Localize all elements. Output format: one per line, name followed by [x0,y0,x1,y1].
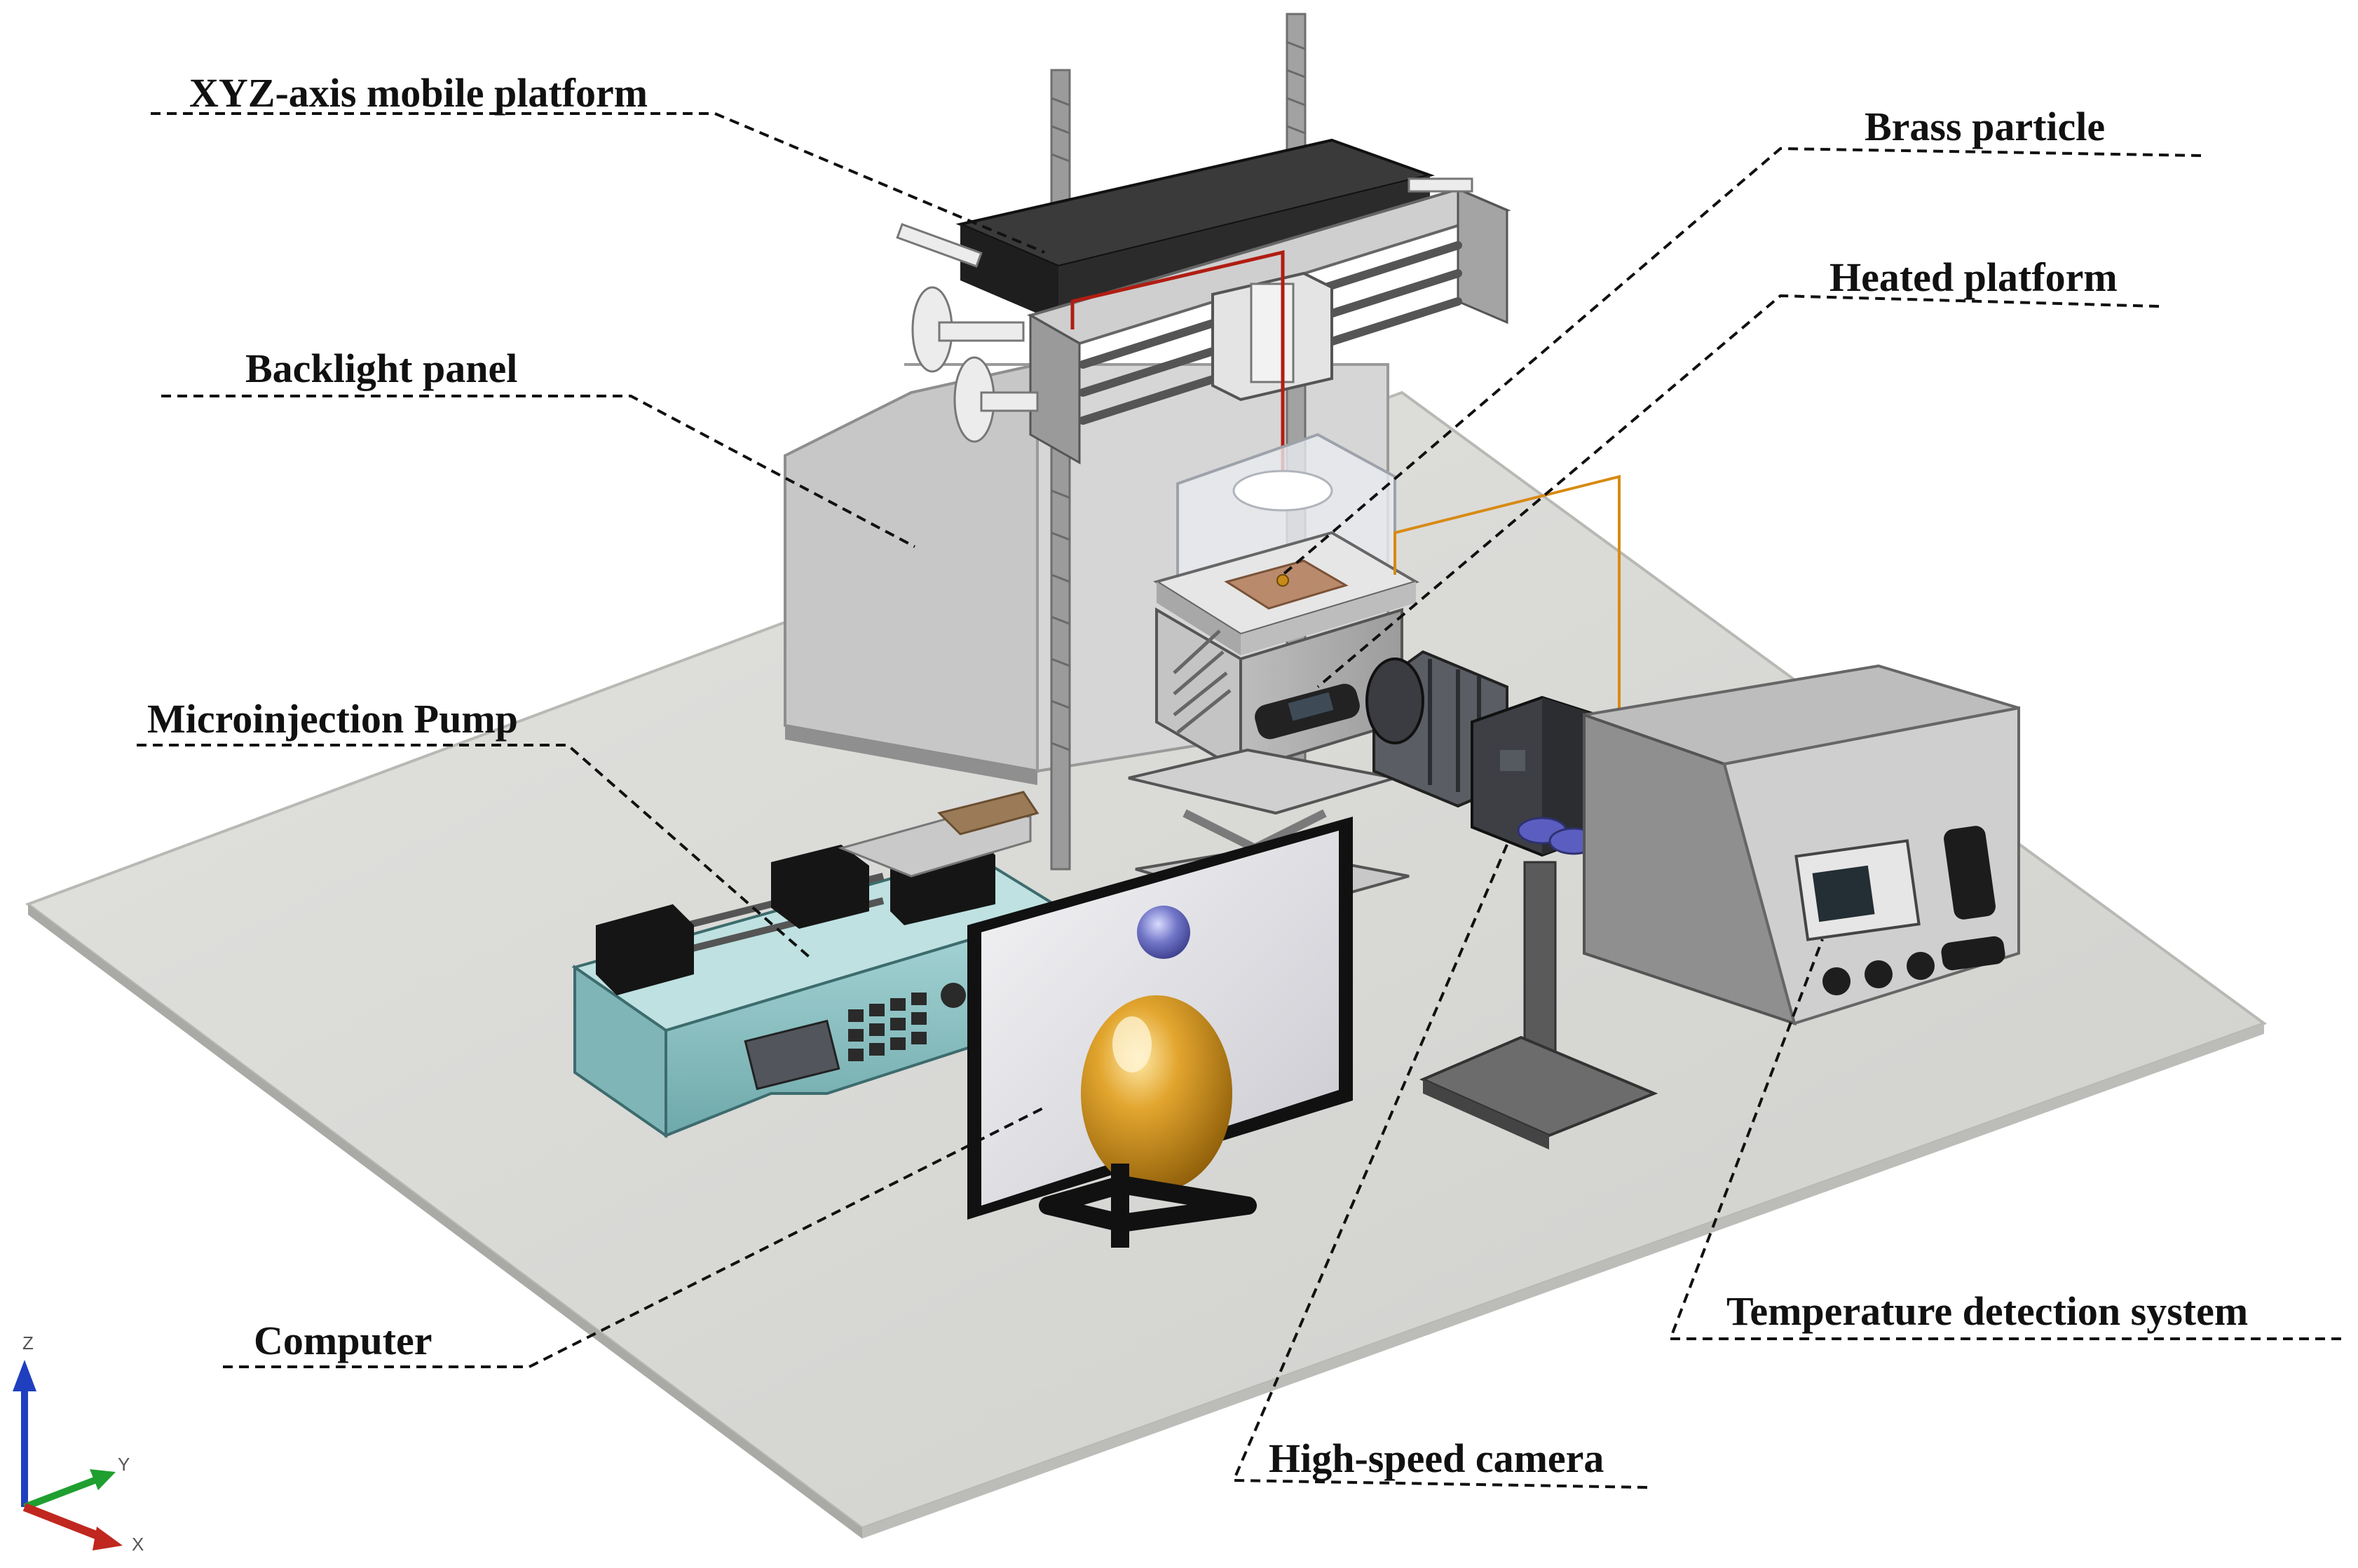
label-brass-particle: Brass particle [1865,104,2105,149]
microinjection-pump [571,791,1069,1138]
axis-label-z: Z [22,1332,34,1354]
leader-high-speed-camera [1231,844,1648,1489]
temperature-detection-unit [1583,664,2020,1026]
leader-microinjection-pump [137,744,815,962]
leader-brass-particle [1281,146,2202,576]
callout-labels: XYZ-axis mobile platform Brass particle … [147,70,2248,1481]
label-temperature-detection-system: Temperature detection system [1726,1288,2248,1334]
leader-xyz-platform [151,112,1045,254]
axis-label-y: Y [118,1454,130,1475]
label-backlight-panel: Backlight panel [245,346,517,391]
leader-lines [137,112,2341,1489]
axis-triad: Z Y X [13,1332,144,1555]
label-xyz-mobile-platform: XYZ-axis mobile platform [189,70,648,116]
leader-backlight-panel [161,395,915,548]
leader-computer [223,1106,1045,1368]
label-computer: Computer [254,1318,432,1363]
leader-temperature-system [1668,939,2341,1340]
thermocouple-wire [1393,475,1621,708]
label-microinjection-pump: Microinjection Pump [147,696,518,742]
computer-monitor [967,817,1353,1248]
xyz-mobile-platform [896,13,1511,871]
label-heated-platform: Heated platform [1829,254,2118,300]
axis-label-x: X [132,1534,144,1555]
label-high-speed-camera: High-speed camera [1269,1436,1604,1481]
leader-heated-platform [1316,294,2160,688]
